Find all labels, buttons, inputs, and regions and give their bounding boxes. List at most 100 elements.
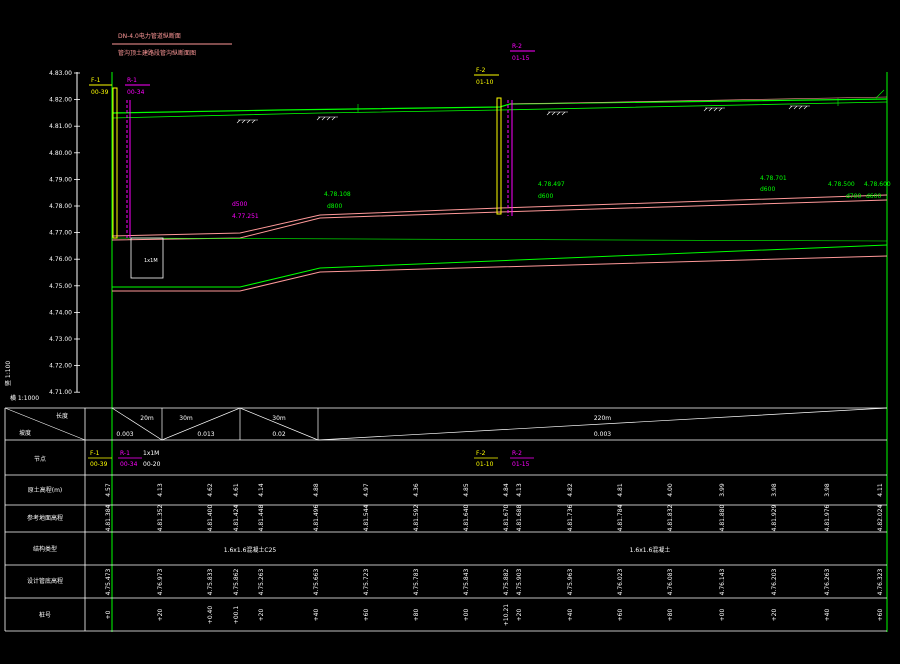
label-d600b: d600 [760,186,775,193]
invert-value: 4.75.663 [313,568,320,595]
node-F1-chainage: 00-39 [91,89,109,96]
y-tick-label: 4.77.00 [49,230,72,237]
label-d500: d500 [232,201,247,208]
segment-slope: 0.013 [197,431,214,438]
station-value: +80 [667,608,674,621]
orig-ground-value: 4.84 [503,483,510,497]
station-value: +60 [617,608,624,621]
segment-slope: 0.02 [272,431,286,438]
node-R1-code: R-1 [127,77,137,84]
invert-value: 4.75.723 [363,568,370,595]
orig-ground-value: 3.99 [719,483,726,497]
ref-ground-value: 4.81.640 [463,504,470,531]
header: DN-4.0电力管道纵断面 管沟顶土建路段管沟纵断面图 [112,32,232,57]
ref-ground-value: 4.81.880 [719,504,726,531]
box-structure: 1x1M [130,237,164,279]
invert-value: 4.76.973 [157,568,164,595]
ground-line [111,96,888,119]
node-code: F-2 [476,450,486,457]
structure-right: 1.6x1.6混凝土 [630,546,671,554]
orig-ground-value: 4.85 [463,483,470,497]
node-verticals [112,87,513,239]
invert-value: 4.75.473 [105,568,112,595]
segment-length: 20m [140,415,154,422]
row-label-length: 长度 [56,412,68,420]
node-F2-chainage: 01-10 [476,79,494,86]
station-value: +00 [463,608,470,621]
station-value: +00 [719,608,726,621]
label-d700: d700 [846,193,861,200]
station-value: +20 [516,608,523,621]
row-label-slope: 坡度 [19,429,31,437]
node-code: R-1 [120,450,130,457]
ref-ground-value: 4.81.448 [258,504,265,531]
node-chainage: 00-39 [90,461,108,468]
y-tick-label: 4.73.00 [49,336,72,343]
y-tick-label: 4.82.00 [49,97,72,104]
node-code: F-1 [90,450,100,457]
station-value: +0.40 [207,606,214,625]
label-d600a: d600 [538,193,553,200]
ref-ground-value: 4.81.400 [207,504,214,531]
orig-ground-value: 3.98 [771,483,778,497]
node-chainage: 00-20 [143,461,161,468]
station-value: +60 [877,608,884,621]
invert-value: 4.75.783 [413,568,420,595]
y-tick-label: 4.80.00 [49,150,72,157]
station-value: +20 [157,608,164,621]
header-line2: 管沟顶土建路段管沟纵断面图 [118,49,196,57]
y-tick-label: 4.71.00 [49,389,72,396]
station-value: +60 [363,608,370,621]
y-tick-label: 4.75.00 [49,283,72,290]
ref-ground-value: 4.81.929 [771,504,778,531]
invert-value: 4.75.963 [567,568,574,595]
ref-ground-value: 4.81.784 [617,504,624,531]
label-elev2: 4.78.108 [324,191,351,198]
ref-ground-value: 4.81.832 [667,504,674,531]
invert-value: 4.76.143 [719,568,726,595]
segment-slope: 0.003 [594,431,611,438]
y-tick-label: 4.72.00 [49,363,72,370]
orig-ground-value: 4.97 [363,483,370,497]
invert-value: 4.75.903 [516,568,523,595]
station-value: +0 [105,610,112,619]
row-label: 参考地面高程 [27,514,63,522]
station-value: +80 [413,608,420,621]
orig-ground-value: 4.81 [617,483,624,497]
label-elev4: 4.78.701 [760,175,787,182]
ref-ground-value: 4.81.496 [313,504,320,531]
pipe-annotations: d500 4.77.251 4.78.108 d800 4.78.497 d60… [232,175,891,220]
node-labels: F-1 00-39 R-1 00-34 F-2 01-10 R-2 01-15 [89,43,535,96]
y-tick-label: 4.79.00 [49,176,72,183]
node-chainage: 01-15 [512,461,530,468]
row-label: 节点 [34,455,46,463]
node-code: 1x1M [143,450,159,457]
node-R2-code: R-2 [512,43,522,50]
orig-ground-value: 4.88 [313,483,320,497]
station-value: +20 [771,608,778,621]
orig-ground-value: 3.98 [824,483,831,497]
orig-ground-value: 4.57 [105,483,112,497]
orig-ground-value: 4.36 [413,483,420,497]
orig-ground-value: 4.62 [207,483,214,497]
invert-value: 4.75.843 [463,568,470,595]
invert-value: 4.75.862 [233,568,240,595]
scale-vertical: 竖 1:100 [4,361,12,386]
row-label: 设计管底高程 [27,577,63,585]
orig-ground-value: 4.13 [157,483,164,497]
ref-ground-value: 4.81.688 [516,504,523,531]
scale-horizontal: 横 1:1000 [10,394,39,402]
y-tick-label: 4.74.00 [49,309,72,316]
ref-ground-value: 4.81.384 [105,504,112,531]
orig-ground-value: 4.61 [233,483,240,497]
row-label: 原土高程(m) [28,486,63,494]
ref-ground-value: 4.81.592 [413,504,420,531]
node-F1-code: F-1 [91,77,101,84]
segment-slope: 0.003 [116,431,133,438]
invert-value: 4.76.083 [667,568,674,595]
node-chainage: 00-34 [120,461,138,468]
orig-ground-value: 4.13 [516,483,523,497]
ref-ground-value: 4.81.424 [233,504,240,531]
